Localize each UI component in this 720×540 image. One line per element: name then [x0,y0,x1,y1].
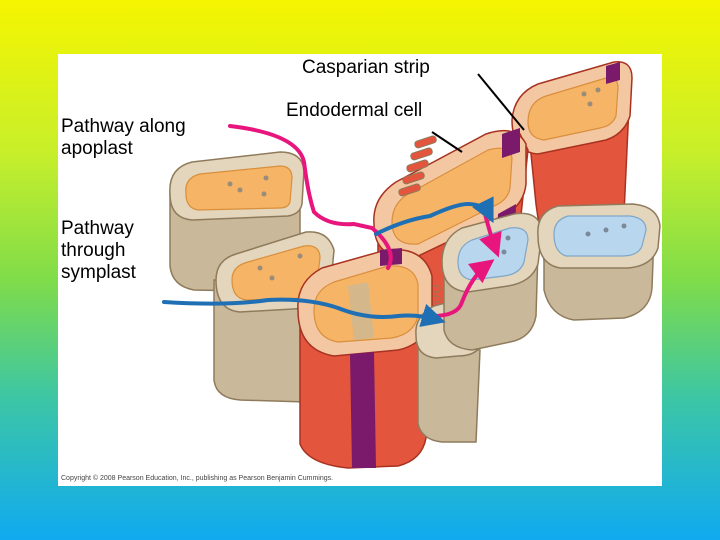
copyright-notice: Copyright © 2008 Pearson Education, Inc.… [61,475,333,482]
vascular-cell-right [538,204,660,320]
casparian-strip-label: Casparian strip [302,57,430,79]
apoplast-pathway-label: Pathway along apoplast [61,116,186,160]
symplast-pathway-label: Pathway through symplast [61,218,136,284]
endodermal-cell-label: Endodermal cell [286,100,422,122]
endodermal-cell-front [298,248,432,468]
endodermal-cell-leader-line [432,132,462,152]
diagram-panel: Casparian strip Endodermal cell Pathway … [58,54,662,486]
